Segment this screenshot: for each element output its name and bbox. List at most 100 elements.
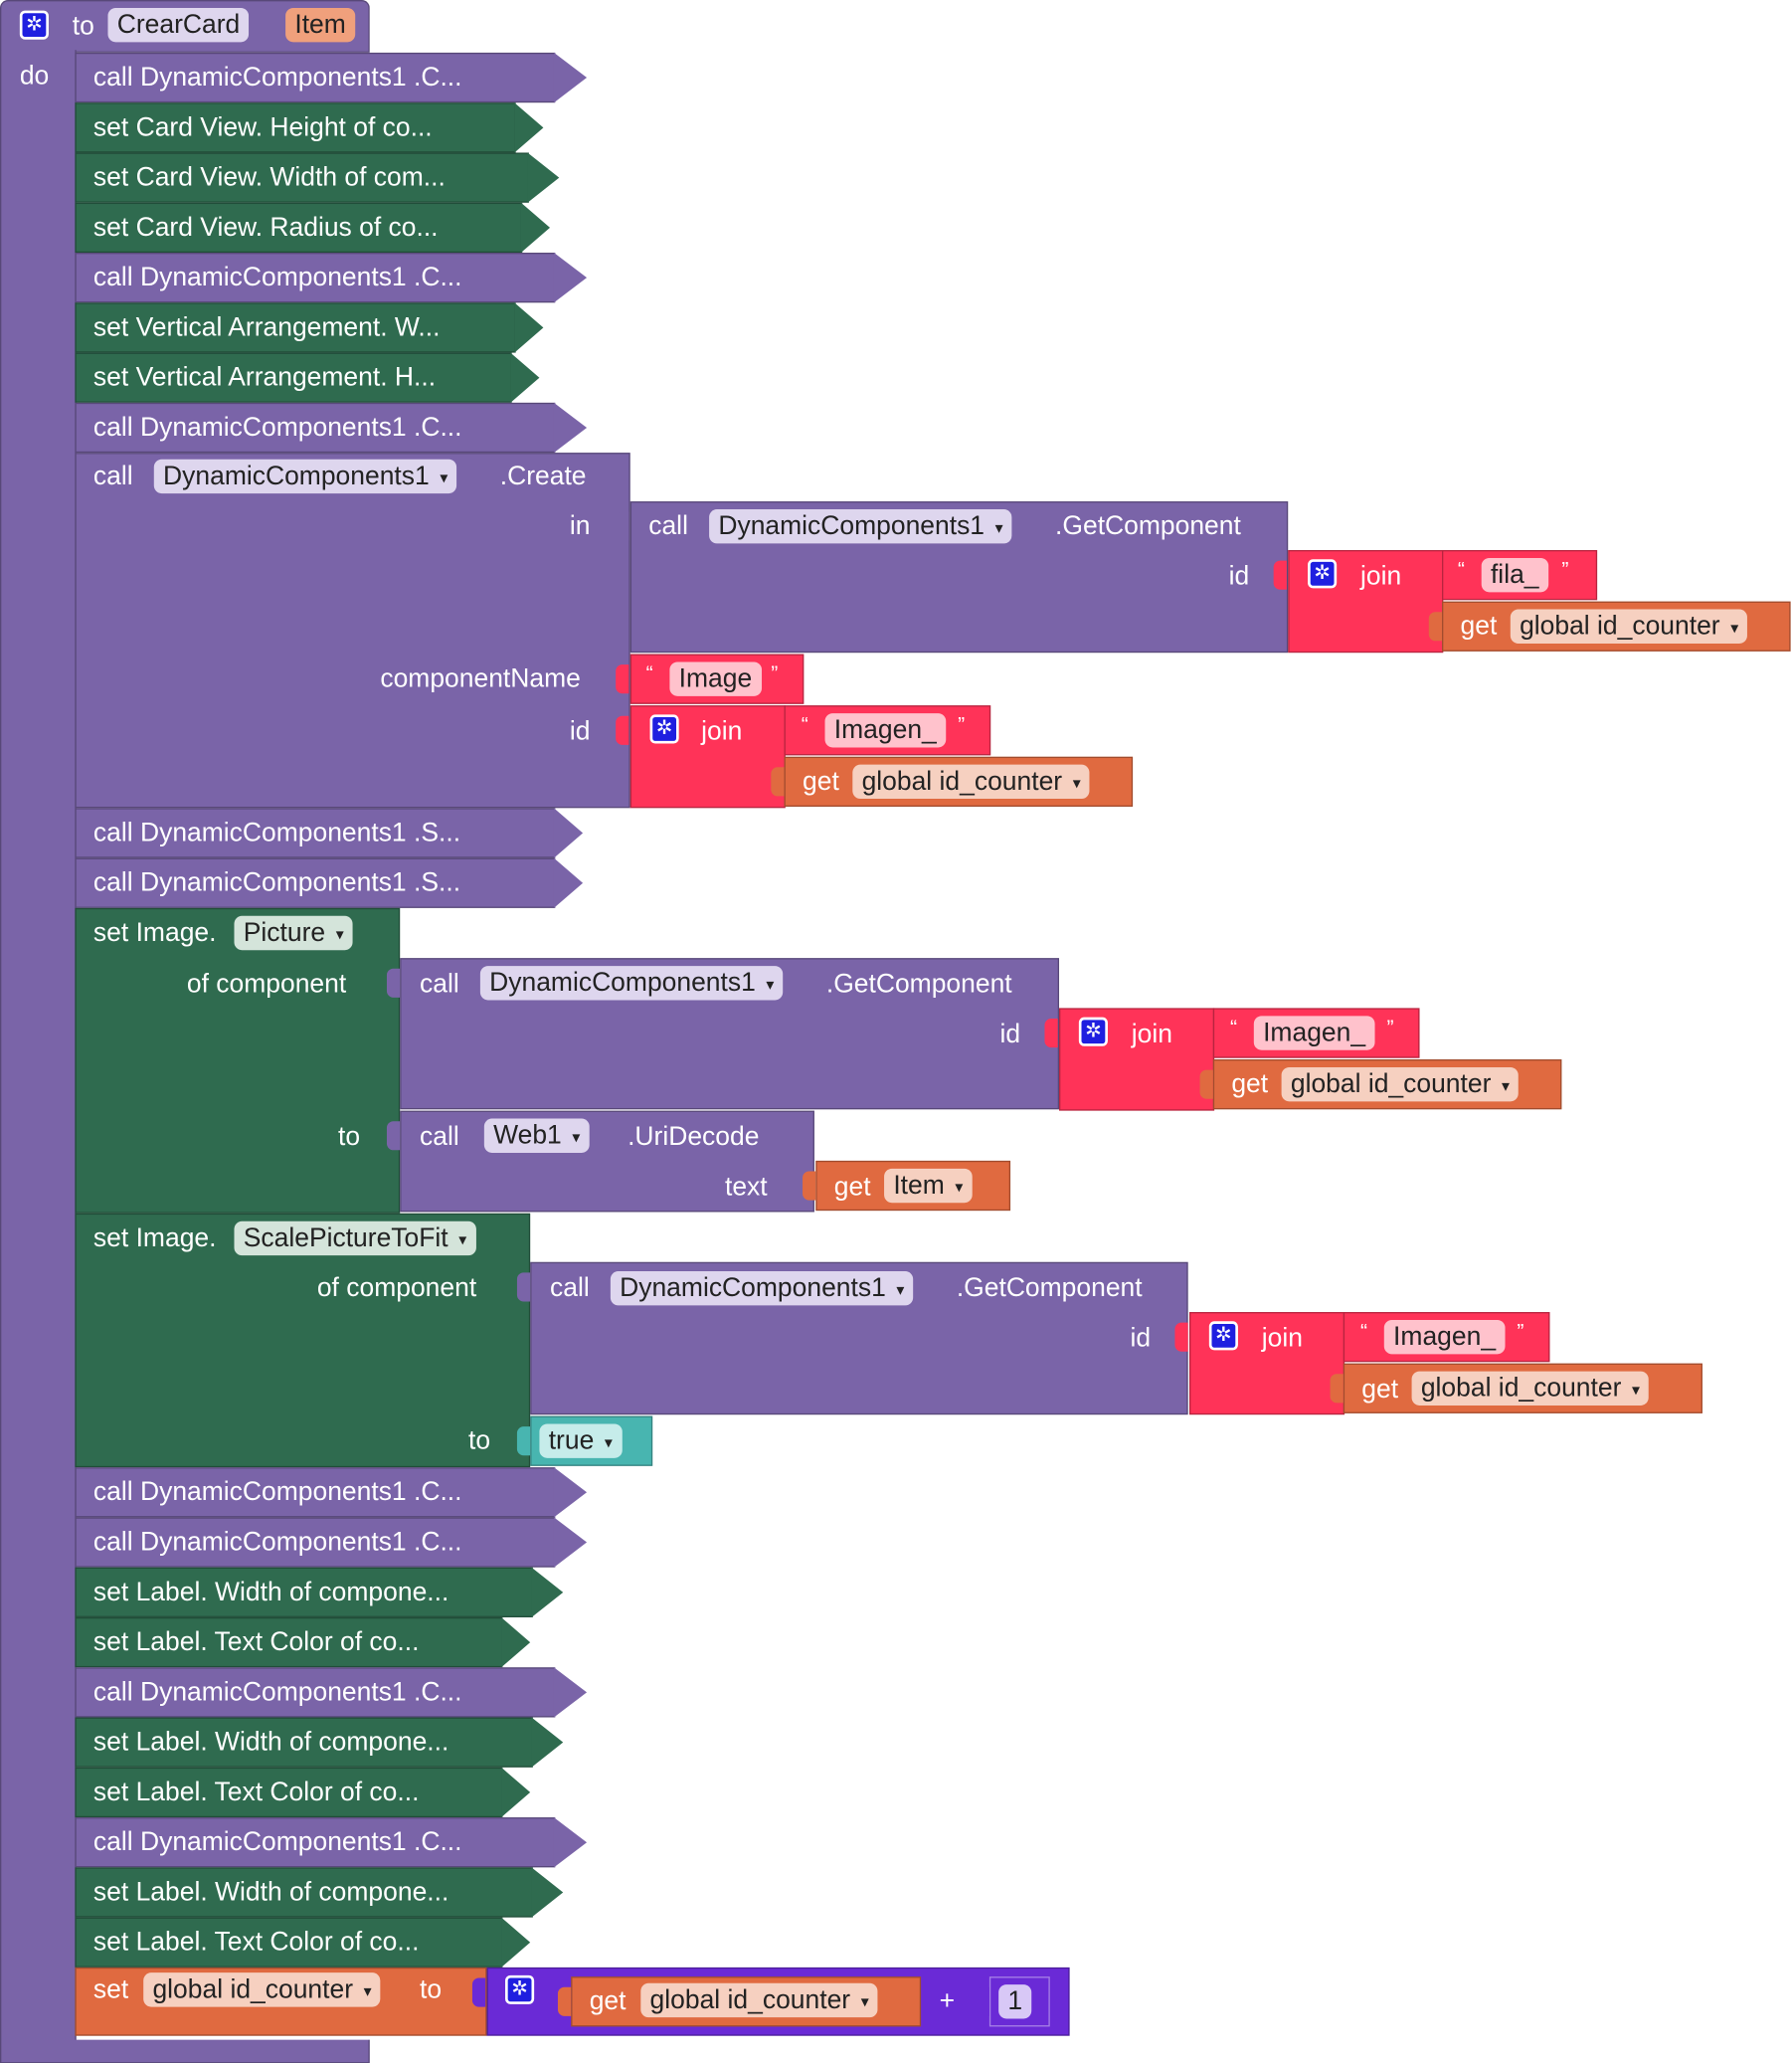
- input-notch: [386, 1121, 401, 1151]
- gear-icon[interactable]: ✲: [1078, 1017, 1108, 1046]
- statement-label: call DynamicComponents1 .C...: [92, 63, 462, 93]
- block-connector: [553, 808, 584, 858]
- statement-block[interactable]: [75, 1567, 533, 1617]
- statement-label: set Vertical Arrangement. W...: [92, 312, 441, 342]
- statement-block[interactable]: [75, 808, 556, 858]
- input-notch: [1199, 1069, 1213, 1099]
- method-label: .UriDecode: [627, 1122, 760, 1152]
- statement-block[interactable]: [75, 1517, 556, 1568]
- procedure-do-label: do: [19, 62, 50, 92]
- id-label: id: [999, 1020, 1021, 1049]
- component-name-label: componentName: [380, 664, 581, 694]
- set-label: set: [92, 1974, 129, 2004]
- statement-block[interactable]: [75, 352, 512, 403]
- component-dropdown[interactable]: DynamicComponents1: [153, 459, 457, 494]
- block-connector: [553, 1817, 588, 1868]
- statement-block[interactable]: [75, 1717, 533, 1768]
- statement-block[interactable]: [75, 1467, 556, 1518]
- statement-label: call DynamicComponents1 .C...: [92, 413, 462, 443]
- block-connector: [501, 1767, 531, 1818]
- get-label: get: [1361, 1375, 1399, 1405]
- gear-icon[interactable]: ✲: [1308, 559, 1338, 589]
- of-component-label: of component: [186, 970, 347, 1000]
- gear-icon[interactable]: ✲: [649, 714, 679, 744]
- gear-icon[interactable]: ✲: [505, 1974, 535, 2004]
- statement-block[interactable]: [75, 1817, 556, 1868]
- get-label: get: [1460, 612, 1498, 642]
- statement-block[interactable]: [75, 857, 556, 908]
- input-notch: [1428, 612, 1443, 642]
- quote-close: ”: [771, 662, 779, 686]
- component-dropdown[interactable]: DynamicComponents1: [610, 1271, 914, 1306]
- statement-block[interactable]: [75, 1917, 503, 1968]
- text-value[interactable]: Imagen_: [1383, 1319, 1506, 1355]
- boolean-dropdown[interactable]: true: [539, 1423, 623, 1458]
- get-label: get: [1231, 1069, 1269, 1099]
- input-notch: [1174, 1322, 1188, 1352]
- statement-block[interactable]: [75, 1867, 533, 1918]
- statement-block[interactable]: [75, 1767, 503, 1818]
- variable-dropdown[interactable]: global id_counter: [1411, 1371, 1650, 1406]
- component-dropdown[interactable]: Web1: [483, 1118, 590, 1153]
- get-label: get: [803, 767, 839, 797]
- method-label: .GetComponent: [956, 1273, 1143, 1303]
- join-label: join: [1131, 1020, 1172, 1049]
- variable-dropdown[interactable]: global id_counter: [1510, 609, 1748, 644]
- block-connector: [514, 302, 544, 353]
- statement-block[interactable]: [75, 1616, 503, 1668]
- variable-dropdown[interactable]: global id_counter: [1281, 1066, 1520, 1102]
- input-notch: [386, 968, 401, 998]
- create-block-body[interactable]: [75, 453, 630, 809]
- block-connector: [553, 52, 588, 103]
- number-value[interactable]: 1: [998, 1984, 1032, 2019]
- gear-icon[interactable]: ✲: [19, 10, 49, 40]
- procedure-name-field[interactable]: CrearCard: [107, 7, 250, 43]
- statement-block[interactable]: [75, 152, 529, 203]
- id-label: id: [1130, 1323, 1152, 1354]
- to-label: to: [338, 1122, 361, 1152]
- input-notch: [803, 1171, 816, 1201]
- statement-label: call DynamicComponents1 .C...: [92, 263, 462, 292]
- statement-block[interactable]: [75, 52, 556, 103]
- statement-block[interactable]: [75, 302, 516, 353]
- input-notch: [471, 1977, 486, 2007]
- block-connector: [553, 1467, 588, 1518]
- id-label: id: [569, 717, 591, 747]
- call-label: call: [550, 1273, 590, 1303]
- variable-dropdown[interactable]: Item: [884, 1168, 973, 1204]
- gear-icon[interactable]: ✲: [1208, 1321, 1238, 1351]
- input-notch: [516, 1272, 531, 1302]
- component-dropdown[interactable]: DynamicComponents1: [709, 509, 1012, 544]
- variable-dropdown[interactable]: global id_counter: [143, 1972, 381, 2007]
- procedure-to-label: to: [72, 11, 94, 42]
- text-value[interactable]: Image: [669, 661, 762, 696]
- statement-label: set Label. Width of compone...: [92, 1578, 449, 1607]
- text-value[interactable]: Imagen_: [1253, 1016, 1375, 1050]
- get-label: get: [589, 1986, 627, 2016]
- set-scale-body[interactable]: [75, 1213, 531, 1468]
- text-value[interactable]: Imagen_: [824, 713, 947, 748]
- to-label: to: [420, 1974, 443, 2004]
- block-connector: [514, 102, 544, 153]
- to-label: to: [467, 1426, 491, 1456]
- statement-label: set Label. Text Color of co...: [92, 1928, 420, 1958]
- in-label: in: [569, 511, 591, 541]
- component-dropdown[interactable]: DynamicComponents1: [479, 966, 784, 1001]
- statement-block[interactable]: [75, 253, 556, 303]
- variable-dropdown[interactable]: global id_counter: [852, 764, 1090, 800]
- procedure-param[interactable]: Item: [285, 7, 356, 43]
- input-notch: [557, 1986, 572, 2016]
- property-dropdown[interactable]: ScalePictureToFit: [234, 1220, 476, 1256]
- property-dropdown[interactable]: Picture: [234, 915, 353, 951]
- uri-decode-block[interactable]: [400, 1110, 814, 1213]
- statement-label: call DynamicComponents1 .C...: [92, 1528, 462, 1558]
- join-block[interactable]: [1059, 1008, 1215, 1111]
- set-picture-body[interactable]: [75, 907, 401, 1214]
- block-connector: [553, 253, 588, 303]
- statement-block[interactable]: [75, 102, 516, 153]
- statement-block[interactable]: [75, 402, 556, 454]
- variable-dropdown[interactable]: global id_counter: [640, 1982, 878, 2018]
- get-label: get: [833, 1172, 871, 1202]
- text-value[interactable]: fila_: [1481, 557, 1548, 593]
- procedure-footer: [0, 2039, 370, 2063]
